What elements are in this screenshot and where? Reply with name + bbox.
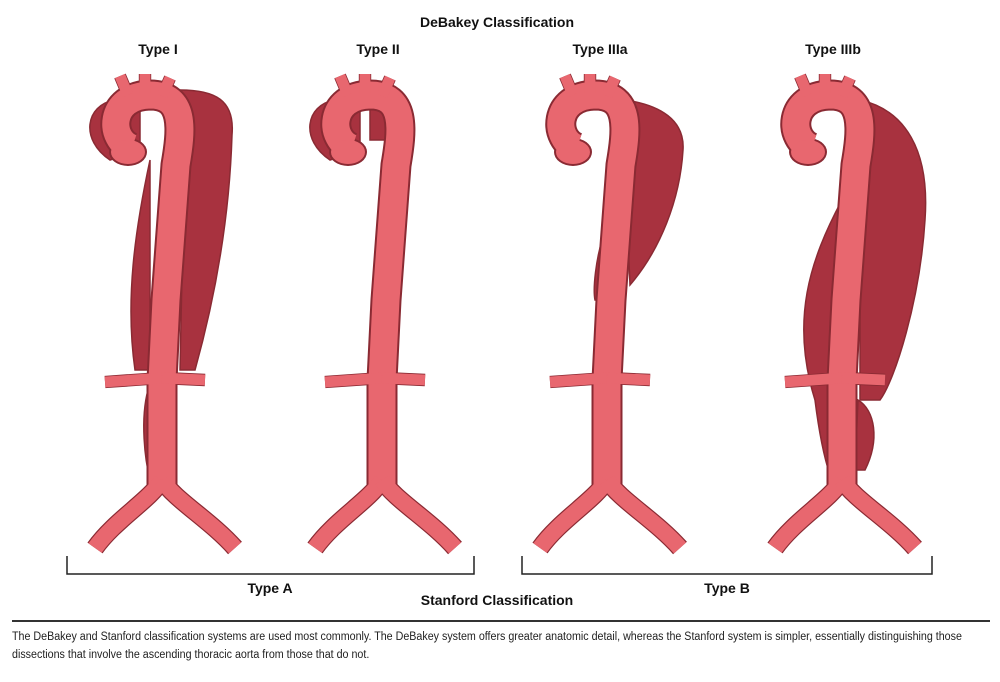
aorta-trunk [322, 81, 414, 485]
aorta-branch [549, 372, 608, 388]
aorta-4 [767, 73, 927, 555]
aorta-branch [837, 75, 855, 99]
aorta-branch [381, 372, 426, 386]
aorta-branch [335, 73, 353, 98]
type-iiib-label: Type IIIb [805, 41, 861, 57]
aorta-branch [533, 475, 614, 553]
aorta-trunk [782, 81, 874, 485]
aorta-2 [307, 73, 462, 555]
figure-title: DeBakey Classification [419, 14, 575, 30]
aorta-branch [88, 475, 169, 553]
aorta-trunk [102, 81, 194, 485]
aorta-branch [835, 475, 922, 554]
aorta-branch [324, 372, 383, 388]
aorta-branch [600, 475, 687, 554]
aorta-branch [375, 475, 462, 554]
stanford-classification-label: Stanford Classification [420, 592, 574, 608]
aorta-branch [308, 475, 389, 553]
aortic-root [791, 140, 825, 164]
aorta-branch [161, 372, 206, 386]
caption: The DeBakey and Stanford classification … [12, 631, 962, 661]
type-a-bracket [66, 556, 475, 575]
aortic-root [331, 140, 365, 164]
aorta-branch [115, 73, 133, 98]
type-ii-label: Type II [356, 41, 400, 57]
aorta-branch [784, 372, 843, 388]
aorta-branch [157, 75, 175, 99]
aorta-branch [606, 372, 651, 386]
aorta-1 [87, 73, 242, 555]
aorta-branch [602, 75, 620, 99]
false-lumen [859, 99, 927, 401]
stanford-type-b-label: Type B [704, 580, 750, 596]
stanford-type-a-label: Type A [247, 580, 293, 596]
aorta-branch [104, 372, 163, 388]
type-iiia-label: Type IIIa [572, 41, 628, 57]
aorta-trunk [547, 81, 639, 485]
aorta-branch [560, 73, 578, 98]
aortic-root [111, 140, 145, 164]
aorta-branch [155, 475, 242, 554]
type-b-bracket [521, 556, 933, 575]
divider [12, 620, 990, 622]
false-lumen [130, 159, 151, 371]
aorta-branch [841, 372, 886, 386]
false-lumen [179, 89, 233, 371]
aorta-branch [795, 73, 813, 98]
aorta-3 [532, 73, 687, 555]
type-i-label: Type I [138, 41, 178, 57]
aorta-branch [377, 75, 395, 99]
aorta-diagrams [66, 73, 933, 575]
aortic-root [556, 140, 590, 164]
aorta-branch [768, 475, 849, 553]
false-lumen [854, 398, 875, 471]
